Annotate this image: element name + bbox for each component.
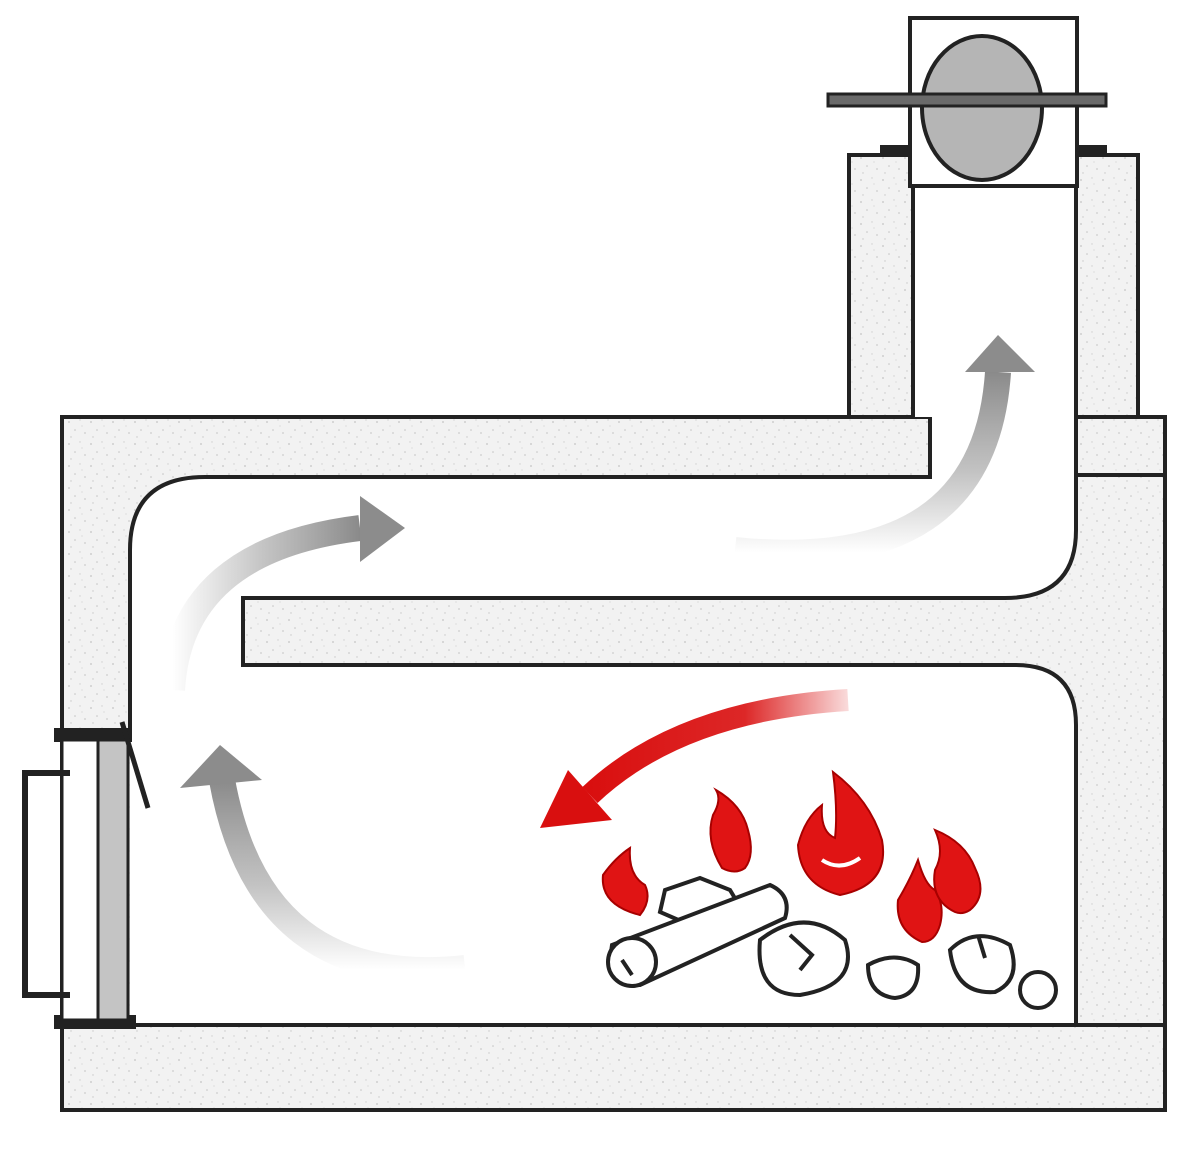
stove-door-icon bbox=[22, 721, 151, 1029]
damper-rod bbox=[826, 92, 1108, 108]
flame-icon bbox=[601, 769, 982, 944]
log-icon bbox=[606, 875, 1058, 1010]
door-glass bbox=[96, 738, 130, 1022]
fire bbox=[601, 769, 1058, 1010]
damper bbox=[826, 16, 1108, 188]
smoke-arrow-riser bbox=[159, 496, 405, 691]
door-handle bbox=[22, 770, 70, 998]
damper-disc-icon bbox=[920, 34, 1044, 182]
smoke-arrow-firebox bbox=[180, 745, 467, 984]
smoke-flow bbox=[159, 335, 1035, 984]
heat-arrow bbox=[540, 689, 849, 828]
smoke-arrow-chimney bbox=[733, 335, 1035, 566]
